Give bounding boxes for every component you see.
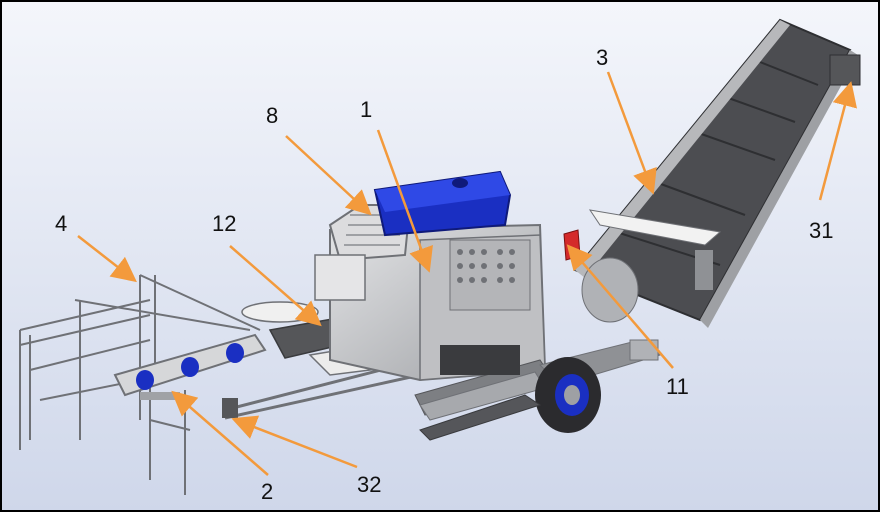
outfeed-conveyor [573,18,861,328]
callout-label-3: 3 [596,45,609,70]
callout-arrows [77,71,857,476]
callout-label-2: 2 [261,479,274,504]
trailer-wheel [535,339,662,433]
callout-label-31: 31 [809,218,834,243]
callout-label-4: 4 [55,211,68,236]
callout-label-1: 1 [360,97,373,122]
callout-label-12: 12 [212,211,237,236]
callout-label-32: 32 [357,472,382,497]
callout-label-8: 8 [266,103,279,128]
infeed-roller-bed [113,333,267,400]
step-ramp [419,394,542,441]
machine-body [314,170,551,421]
callout-label-11: 11 [666,374,689,399]
